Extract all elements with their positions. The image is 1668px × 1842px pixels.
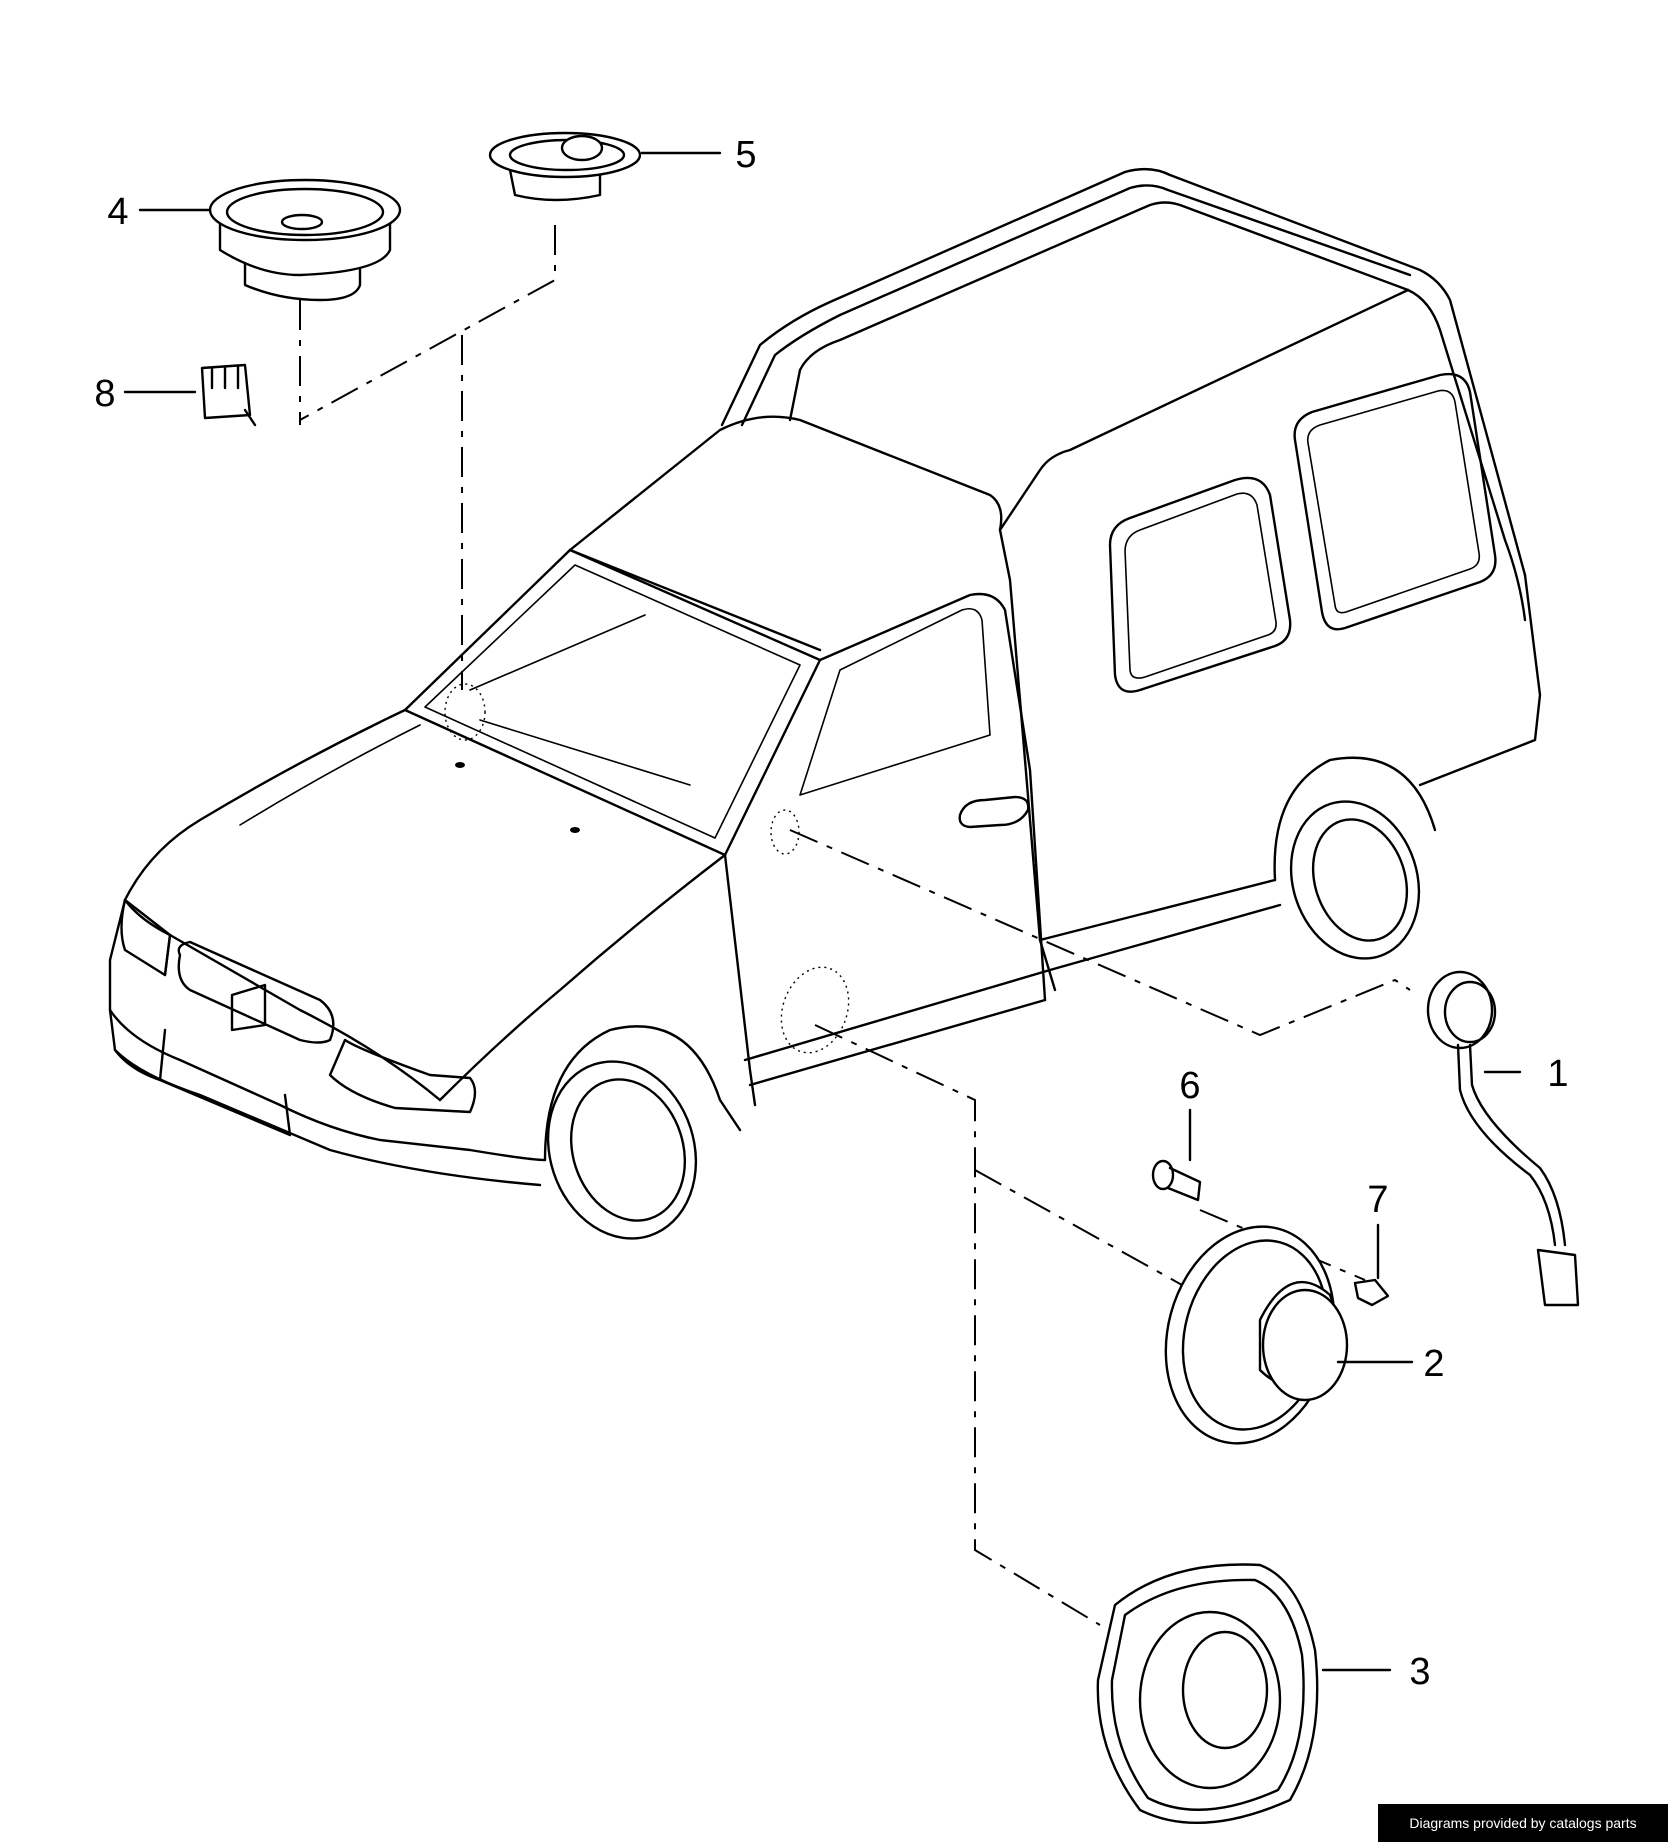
vehicle-illustration	[108, 167, 1542, 1240]
callout-4: 4	[107, 191, 128, 233]
callout-8: 8	[94, 373, 115, 415]
callout-6: 6	[1179, 1065, 1200, 1107]
assembly-leader-lines	[299, 225, 1411, 1626]
part-8-connector	[200, 363, 257, 427]
part-5-tweeter	[488, 131, 642, 202]
callout-7: 7	[1367, 1179, 1388, 1221]
callout-leaders	[123, 151, 1522, 1672]
callout-labels: 1 2 3 4 5 6 7 8	[94, 134, 1568, 1693]
callout-2: 2	[1423, 1343, 1444, 1385]
part-2-door-speaker	[1164, 1225, 1349, 1445]
part-1-tweeter	[1426, 970, 1580, 1307]
part-7-clip	[1353, 1278, 1390, 1307]
part-6-screw	[1151, 1159, 1202, 1202]
part-4-speaker	[208, 178, 402, 302]
part-3-speaker	[1096, 1563, 1319, 1824]
credit-banner: Diagrams provided by catalogs parts	[1378, 1804, 1668, 1842]
callout-3: 3	[1409, 1651, 1430, 1693]
callout-5: 5	[735, 134, 756, 176]
callout-1: 1	[1547, 1053, 1568, 1095]
